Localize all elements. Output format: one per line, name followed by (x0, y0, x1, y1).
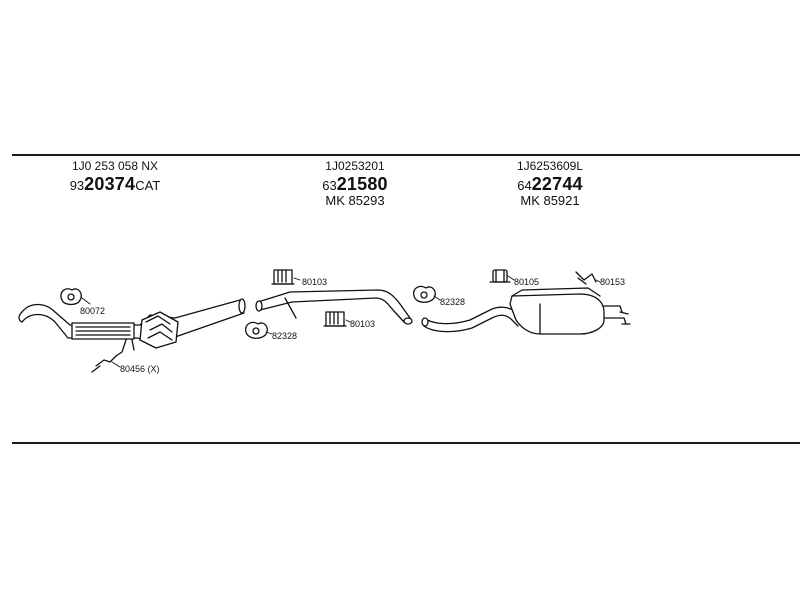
clamp-80103-top (271, 269, 295, 285)
article-prefix: 93 (69, 177, 85, 193)
callout-80153: 80153 (600, 277, 625, 287)
callout-80072: 80072 (80, 306, 105, 316)
oem-part-number: 1J6253609L (516, 159, 584, 173)
catalytic-converter (18, 298, 246, 357)
oem-part-number: 1J0253201 (325, 159, 385, 173)
clamp-80103-bottom (323, 311, 347, 327)
article-prefix: 63 (322, 177, 337, 193)
rear-silencer (421, 287, 631, 335)
callout-80105: 80105 (514, 277, 539, 287)
front-pipe (255, 289, 413, 325)
callout-82328-left: 82328 (272, 331, 297, 341)
callout-82328-right: 82328 (440, 297, 465, 307)
article-number: 6321580 (305, 174, 405, 195)
part-header-rear-silencer: 1J6253609L 6422744 MK 85921 (500, 159, 600, 209)
article-number: 6422744 (500, 174, 600, 195)
article-main: 22744 (531, 173, 583, 194)
hanger-80153 (575, 271, 597, 285)
gasket-82328-right (413, 285, 436, 303)
rubber-mount-80105 (489, 269, 511, 283)
top-divider (12, 154, 800, 156)
callout-80103-top: 80103 (302, 277, 327, 287)
part-header-catalytic-converter: 1J0 253 058 NX 9320374CAT (55, 159, 175, 195)
oem-part-number: 1J0 253 058 NX (71, 159, 159, 173)
bracket-80456 (91, 355, 117, 373)
mk-number: MK 85921 (520, 193, 580, 209)
article-number: 9320374CAT (55, 174, 175, 195)
part-header-front-pipe: 1J0253201 6321580 MK 85293 (305, 159, 405, 209)
callout-80456: 80456 (X) (120, 364, 160, 374)
mk-number: MK 85293 (325, 193, 385, 209)
article-main: 21580 (336, 173, 388, 194)
gasket-82328-left (245, 321, 268, 339)
gasket-80072 (60, 288, 82, 306)
article-prefix: 64 (517, 177, 532, 193)
article-main: 20374 (84, 173, 136, 194)
bottom-divider (12, 442, 800, 444)
article-suffix: CAT (135, 177, 161, 193)
callout-80103-bottom: 80103 (350, 319, 375, 329)
